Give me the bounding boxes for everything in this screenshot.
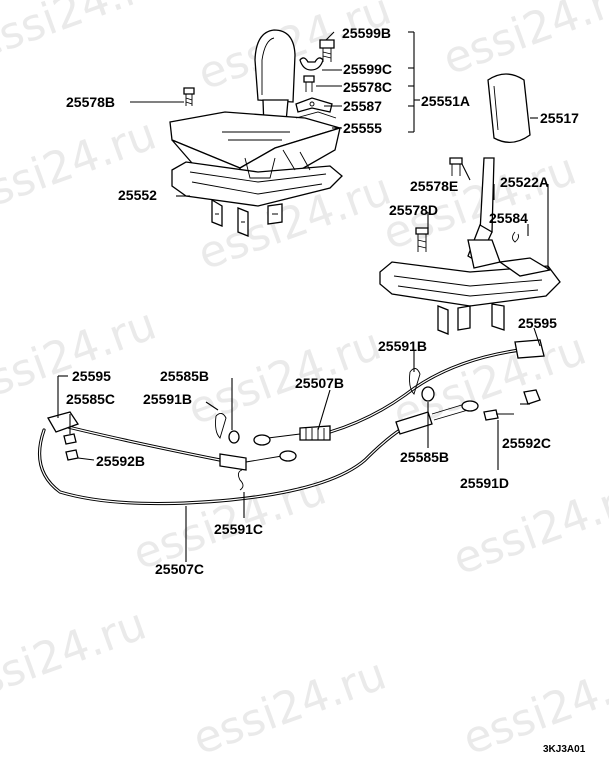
label-25599C: 25599C bbox=[343, 61, 392, 77]
watermark: essi24.ru bbox=[0, 0, 173, 70]
watermark: essi24.ru bbox=[0, 109, 163, 226]
label-25591B-left: 25591B bbox=[143, 391, 192, 407]
label-25595-right: 25595 bbox=[518, 315, 557, 331]
label-25592C: 25592C bbox=[502, 435, 551, 451]
label-25591C: 25591C bbox=[214, 521, 263, 537]
watermark: essi24.ru bbox=[436, 0, 609, 85]
watermark: essi24.ru bbox=[181, 319, 387, 436]
label-25552: 25552 bbox=[118, 187, 157, 203]
cable-25507B bbox=[253, 339, 545, 446]
label-25522A: 25522A bbox=[500, 174, 549, 190]
label-25585B-left: 25585B bbox=[160, 368, 209, 384]
leader-lines bbox=[57, 31, 549, 562]
label-25578D: 25578D bbox=[389, 202, 438, 218]
label-25507B: 25507B bbox=[295, 375, 344, 391]
label-25555: 25555 bbox=[343, 120, 382, 136]
label-25595-left: 25595 bbox=[72, 368, 111, 384]
label-25592B: 25592B bbox=[96, 453, 145, 469]
watermark: essi24.ru bbox=[456, 649, 609, 766]
watermark: essi24.ru bbox=[186, 649, 392, 766]
cable-25507C bbox=[37, 400, 479, 506]
label-25587: 25587 bbox=[343, 98, 382, 114]
label-25591D: 25591D bbox=[460, 475, 509, 491]
label-25578B: 25578B bbox=[66, 94, 115, 110]
label-25585C: 25585C bbox=[66, 391, 115, 407]
label-25551A: 25551A bbox=[421, 93, 470, 109]
label-25578E: 25578E bbox=[410, 178, 458, 194]
watermark: essi24.ru bbox=[0, 599, 153, 716]
label-25517: 25517 bbox=[540, 110, 579, 126]
shifter-assembly-right bbox=[379, 73, 561, 335]
label-25584: 25584 bbox=[489, 210, 528, 226]
part-labels: 25599B 25599C 25578C 25587 25555 25551A … bbox=[66, 25, 586, 755]
shifter-assembly-left bbox=[169, 29, 343, 237]
label-25585B-right: 25585B bbox=[400, 449, 449, 465]
label-25578C: 25578C bbox=[343, 79, 392, 95]
label-25507C: 25507C bbox=[155, 561, 204, 577]
diagram-code: 3KJ3A01 bbox=[543, 744, 586, 755]
label-25591B-right: 25591B bbox=[378, 338, 427, 354]
label-25599B: 25599B bbox=[342, 25, 391, 41]
